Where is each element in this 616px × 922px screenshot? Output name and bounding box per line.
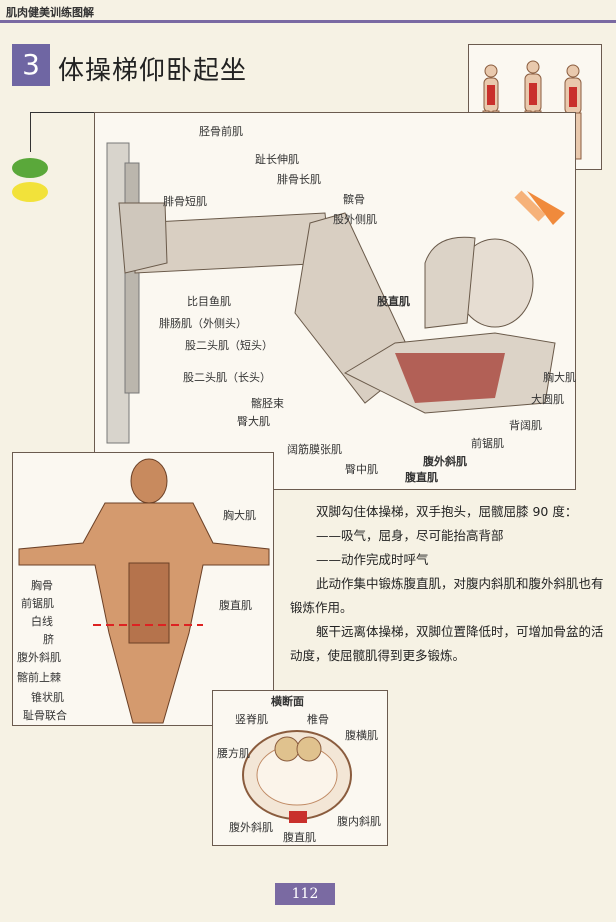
- cross-section-illustration: [242, 730, 352, 823]
- label-biceps-femoris-long: 股二头肌（长头）: [183, 371, 271, 384]
- label-rectus-abdominis: 腹直肌: [405, 471, 438, 484]
- situp-illustration: [106, 142, 565, 444]
- label-latissimus-dorsi: 背阔肌: [509, 419, 542, 432]
- label-quadratus-lumborum: 腰方肌: [217, 747, 250, 760]
- cross-section-title: 横断面: [271, 695, 304, 708]
- cross-section-figure: 横断面 竖脊肌 椎骨 腹横肌 腰方肌 腹内斜肌 腹外斜肌 腹直肌: [212, 690, 388, 846]
- section-title: 体操梯仰卧起坐: [58, 56, 248, 86]
- label-extensor-digitorum-longus: 趾长伸肌: [255, 153, 299, 166]
- label-anatomy-serratus: 前锯肌: [21, 597, 54, 610]
- description-focus: 此动作集中锻炼腹直肌，对腹内斜肌和腹外斜肌也有锻炼作用。: [290, 576, 604, 615]
- label-erector-spinae: 竖脊肌: [235, 713, 268, 726]
- label-tensor-fasciae-latae: 阔筋膜张肌: [287, 443, 342, 456]
- label-internal-oblique: 腹内斜肌: [337, 815, 381, 828]
- description-step-inhale: ——吸气，屈身，尽可能抬高背部: [316, 528, 504, 543]
- label-cs-rectus: 腹直肌: [283, 831, 316, 844]
- label-vastus-lateralis: 股外侧肌: [333, 213, 377, 226]
- label-asis: 髂前上棘: [17, 671, 61, 684]
- torso-anatomy-illustration: [18, 458, 270, 724]
- label-peroneus-brevis: 腓骨短肌: [163, 195, 207, 208]
- book-title: 肌肉健美训练图解: [6, 6, 94, 19]
- label-soleus: 比目鱼肌: [187, 295, 231, 308]
- decor-line-vertical: [30, 112, 31, 152]
- label-anatomy-pectoralis: 胸大肌: [223, 509, 256, 522]
- green-dot: [12, 158, 48, 178]
- main-exercise-figure: 胫骨前肌 趾长伸肌 腓骨长肌 腓骨短肌 髌骨 股外侧肌 股直肌 比目鱼肌 腓肠肌…: [94, 112, 576, 490]
- label-transversus: 腹横肌: [345, 729, 378, 742]
- description-intro: 双脚勾住体操梯，双手抱头，屈髋屈膝 90 度：: [316, 504, 578, 519]
- label-cs-external-oblique: 腹外斜肌: [229, 821, 273, 834]
- header-divider: [0, 20, 616, 23]
- label-patella: 髌骨: [343, 193, 365, 206]
- label-pubic-symphysis: 耻骨联合: [23, 709, 67, 722]
- label-gluteus-medius: 臀中肌: [345, 463, 378, 476]
- description-step-exhale: ——动作完成时呼气: [316, 552, 429, 567]
- label-pyramidalis: 锥状肌: [31, 691, 64, 704]
- exercise-description: 双脚勾住体操梯，双手抱头，屈髋屈膝 90 度： ——吸气，屈身，尽可能抬高背部 …: [290, 500, 604, 668]
- label-iliotibial-band: 髂胫束: [251, 397, 284, 410]
- label-anatomy-external-oblique: 腹外斜肌: [17, 651, 61, 664]
- yellow-dot: [12, 182, 48, 202]
- label-pectoralis-major: 胸大肌: [543, 371, 576, 384]
- label-biceps-femoris-short: 股二头肌（短头）: [185, 339, 273, 352]
- label-anatomy-rectus: 腹直肌: [219, 599, 252, 612]
- label-vertebra: 椎骨: [307, 713, 329, 726]
- label-gluteus-maximus: 臀大肌: [237, 415, 270, 428]
- label-peroneus-longus: 腓骨长肌: [277, 173, 321, 186]
- anatomy-front-figure: 胸大肌 胸骨 前锯肌 白线 脐 腹外斜肌 髂前上棘 锥状肌 耻骨联合 腹直肌: [12, 452, 274, 726]
- label-linea-alba: 白线: [31, 615, 53, 628]
- label-teres-major: 大圆肌: [531, 393, 564, 406]
- page-number: 112: [275, 883, 335, 905]
- label-sternum: 胸骨: [31, 579, 53, 592]
- description-variation: 躯干远离体操梯，双脚位置降低时，可增加骨盆的活动度，使屈髋肌得到更多锻炼。: [290, 624, 604, 663]
- label-navel: 脐: [43, 633, 54, 646]
- label-gastrocnemius-lateral: 腓肠肌（外侧头）: [159, 317, 247, 330]
- section-number: 3: [12, 44, 50, 86]
- label-external-oblique: 腹外斜肌: [423, 455, 467, 468]
- label-rectus-femoris: 股直肌: [377, 295, 410, 308]
- label-tibialis-anterior: 胫骨前肌: [199, 125, 243, 138]
- decor-line: [30, 112, 96, 113]
- label-serratus-anterior: 前锯肌: [471, 437, 504, 450]
